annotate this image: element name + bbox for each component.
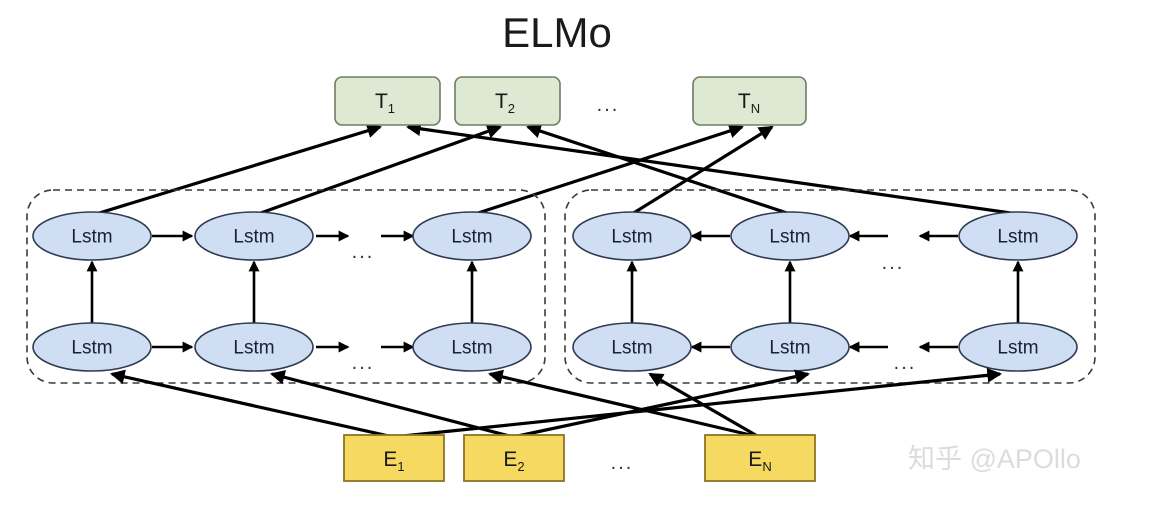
arrow-e2-to-bwd2 <box>512 369 811 439</box>
backward-upper-ellipsis: ... <box>882 252 905 274</box>
embedding-box-n-label: EN <box>748 448 771 474</box>
arrow-bwd2-to-t2 <box>526 124 791 216</box>
backward-lstm-group-box <box>564 189 1096 384</box>
input-connection-arrows <box>109 367 1003 439</box>
forward-upper-ellipsis: ... <box>352 241 375 263</box>
embedding-box-1[interactable]: E1 <box>343 434 445 482</box>
token-box-1-label: T1 <box>375 90 395 116</box>
forward-upper-cell-2-label: Lstm <box>233 227 274 248</box>
watermark: 知乎 @APOllo <box>908 444 1081 474</box>
backward-upper-cell-2-shape[interactable] <box>730 211 850 261</box>
backward-upper-cell-n-shape[interactable] <box>958 211 1078 261</box>
embedding-box-2-rect[interactable] <box>463 434 565 482</box>
backward-lower-cell-1-shape[interactable] <box>572 322 692 372</box>
forward-lower-cell-1-label: Lstm <box>71 338 112 359</box>
embedding-box-1-rect[interactable] <box>343 434 445 482</box>
embedding-box-n[interactable]: EN <box>704 434 816 482</box>
backward-upper-cell-2[interactable]: Lstm <box>730 211 850 261</box>
embedding-box-1-label: E1 <box>383 448 404 474</box>
forward-lower-cell-2-shape[interactable] <box>194 322 314 372</box>
forward-lower-ellipsis: ... <box>352 352 375 374</box>
token-box-n[interactable]: TN <box>692 76 807 126</box>
embedding-row: E1 E2 ... EN <box>343 434 816 482</box>
backward-lower-ellipsis: ... <box>894 352 917 374</box>
token-representation-row: T1 T2 ... TN <box>334 76 807 126</box>
backward-lower-cell-n-label: Lstm <box>997 338 1038 359</box>
token-box-2-rect[interactable] <box>454 76 561 126</box>
arrow-e1-to-bwdN <box>392 367 1003 439</box>
arrow-fwd2-to-t2 <box>257 124 502 216</box>
forward-lower-cell-2[interactable]: Lstm <box>194 322 314 372</box>
backward-lower-cell-n-shape[interactable] <box>958 322 1078 372</box>
token-box-n-rect[interactable] <box>692 76 807 126</box>
forward-lower-cell-n[interactable]: Lstm <box>412 322 532 372</box>
embedding-box-2-label: E2 <box>503 448 524 474</box>
token-box-1-rect[interactable] <box>334 76 441 126</box>
forward-upper-cell-1-shape[interactable] <box>32 211 152 261</box>
page-title: ELMo <box>502 9 612 56</box>
arrow-e1-to-fwd1 <box>109 369 394 439</box>
forward-upper-cell-n[interactable]: Lstm <box>412 211 532 261</box>
token-box-1[interactable]: T1 <box>334 76 441 126</box>
token-box-n-label: TN <box>738 90 760 116</box>
token-box-2[interactable]: T2 <box>454 76 561 126</box>
arrow-eN-to-fwdN <box>487 369 760 439</box>
token-box-2-label: T2 <box>495 90 515 116</box>
forward-lstm-group-box <box>26 189 546 384</box>
backward-upper-cell-1-label: Lstm <box>611 227 652 248</box>
token-row-ellipsis: ... <box>597 94 620 116</box>
forward-upper-cell-n-shape[interactable] <box>412 211 532 261</box>
forward-lower-cell-1[interactable]: Lstm <box>32 322 152 372</box>
backward-lower-cell-1[interactable]: Lstm <box>572 322 692 372</box>
arrow-e2-to-fwd2 <box>270 370 514 439</box>
embedding-row-ellipsis: ... <box>611 452 634 474</box>
backward-lstm-block: ... ... Lstm Lstm Lstm <box>572 211 1078 374</box>
forward-upper-cell-1[interactable]: Lstm <box>32 211 152 261</box>
output-connection-arrows <box>95 121 1019 216</box>
backward-upper-cell-2-label: Lstm <box>769 227 810 248</box>
embedding-box-n-rect[interactable] <box>704 434 816 482</box>
forward-upper-cell-2-shape[interactable] <box>194 211 314 261</box>
forward-upper-cell-2[interactable]: Lstm <box>194 211 314 261</box>
backward-upper-cell-1[interactable]: Lstm <box>572 211 692 261</box>
forward-lower-cell-2-label: Lstm <box>233 338 274 359</box>
forward-lower-cell-n-label: Lstm <box>451 338 492 359</box>
embedding-box-2[interactable]: E2 <box>463 434 565 482</box>
forward-upper-cell-n-label: Lstm <box>451 227 492 248</box>
forward-upper-cell-1-label: Lstm <box>71 227 112 248</box>
arrow-eN-to-bwd1 <box>648 372 760 439</box>
arrow-bwdN-to-t1 <box>405 121 1019 216</box>
arrow-fwd1-to-t1 <box>95 123 382 216</box>
backward-upper-cell-n-label: Lstm <box>997 227 1038 248</box>
backward-lower-cell-2-shape[interactable] <box>730 322 850 372</box>
backward-upper-cell-n[interactable]: Lstm <box>958 211 1078 261</box>
forward-lower-cell-1-shape[interactable] <box>32 322 152 372</box>
arrow-fwdN-to-tN <box>474 123 744 216</box>
backward-upper-cell-1-shape[interactable] <box>572 211 692 261</box>
backward-lower-cell-n[interactable]: Lstm <box>958 322 1078 372</box>
forward-lstm-block: ... ... Lstm Lstm Lstm <box>32 211 532 374</box>
backward-lower-cell-2[interactable]: Lstm <box>730 322 850 372</box>
backward-lower-cell-2-label: Lstm <box>769 338 810 359</box>
backward-lower-cell-1-label: Lstm <box>611 338 652 359</box>
forward-lower-cell-n-shape[interactable] <box>412 322 532 372</box>
